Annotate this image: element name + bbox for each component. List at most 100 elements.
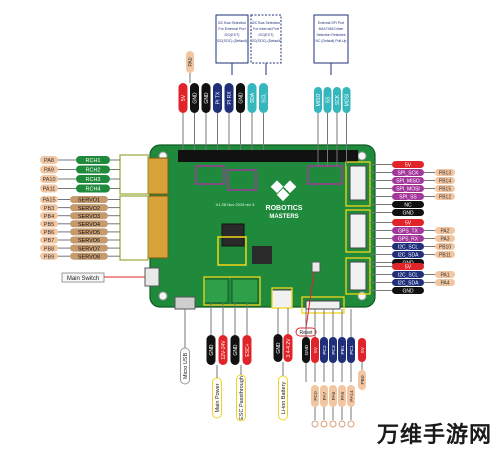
- servo-channel-label: SERVO5: [78, 230, 100, 236]
- servo-pin-label: PB4: [44, 214, 54, 220]
- rc-pin-label-bg: [40, 156, 58, 164]
- top-pin-label-bg: [190, 83, 199, 113]
- servo-channel-label: SERVO6: [78, 238, 100, 244]
- servo-pin-label: PA15: [42, 198, 55, 204]
- main-switch[interactable]: [144, 267, 160, 287]
- pb0-label-bg: [358, 370, 366, 390]
- i2c-select-internal: [227, 169, 257, 191]
- top-pin-label: GND: [239, 92, 245, 104]
- servo-pin-label-bg: [40, 220, 58, 228]
- servo-pin-label-bg: [40, 244, 58, 252]
- top-spi-label: MISO: [316, 94, 322, 107]
- servo-channel-label-bg: [70, 228, 108, 236]
- bottom-pin-label: 5V: [313, 346, 319, 353]
- rc-channel-label-bg: [76, 165, 110, 174]
- right-mcu-pin-label: PB13: [439, 171, 451, 177]
- bottom-pin-label-bg: [311, 337, 319, 363]
- rc-channel-label-bg: [76, 184, 110, 193]
- right-pin-label: 5V: [405, 221, 412, 227]
- right-mcu-pin-label-bg: [435, 227, 455, 234]
- rc-channel-label: RCH2: [86, 168, 101, 174]
- bottom-5v-right-label-bg: [358, 338, 366, 362]
- bottom-pin-label-bg: [347, 337, 355, 363]
- pa0-label: PA0: [188, 57, 194, 66]
- right-pin-label-bg: [392, 185, 424, 192]
- top-pin-label: SDA: [250, 92, 256, 103]
- spi-connector: [349, 165, 367, 201]
- chip-highlight: [217, 236, 247, 266]
- i2c-internal-text: I2C(EXT): [259, 33, 274, 37]
- top-pin-label-bg: [259, 83, 268, 113]
- reset-button[interactable]: [311, 261, 321, 273]
- top-pin-label-bg: [247, 83, 257, 113]
- i2c-connector: [349, 261, 367, 291]
- spi-select-text: NC (Default) Pull-Up: [316, 39, 347, 43]
- rc-pin-label: PA8: [44, 158, 54, 164]
- i2c-external-text: For External Port: [218, 27, 245, 31]
- i2c-internal-box: [250, 14, 282, 64]
- servo-pin-label: PB6: [44, 230, 54, 236]
- right-pin-label: GND: [402, 211, 414, 217]
- servo-channel-label-bg: [70, 236, 108, 244]
- right-pin-label-bg: [392, 193, 424, 200]
- bottom-pin-label-bg: [302, 337, 310, 363]
- top-pin-label: GND: [193, 92, 199, 104]
- top-spi-label-bg: [342, 87, 351, 113]
- pin-dot: [347, 420, 355, 428]
- right-pin-label-bg: [392, 287, 424, 294]
- spi-bracket: [345, 161, 371, 207]
- spi-select-text: External SPI Port: [318, 21, 344, 25]
- servo-pin-label: PB3: [44, 206, 54, 212]
- right-pin-label: GND: [402, 289, 414, 295]
- main-power-label: Main Power: [215, 383, 221, 412]
- right-pin-label: I2C_SCL: [398, 245, 419, 251]
- servo-header: [147, 195, 169, 259]
- bottom-mcu-pin-label-bg: [338, 385, 346, 407]
- micro-usb-port[interactable]: [174, 296, 196, 310]
- servo-pin-label-bg: [40, 212, 58, 220]
- top-pin-label: GND: [204, 92, 210, 104]
- right-mcu-pin-label: PB10: [439, 245, 451, 251]
- servo-channel-label-bg: [70, 212, 108, 220]
- right-mcu-pin-label-bg: [435, 243, 455, 250]
- right-pin-label: 5V: [405, 163, 412, 169]
- right-pin-label-bg: [392, 219, 424, 226]
- rc-pin-label: PA11: [43, 187, 56, 193]
- rc-channel-label: RCH3: [86, 177, 101, 183]
- right-mcu-pin-label-bg: [435, 185, 455, 192]
- spi-select-box: [313, 14, 349, 64]
- right-pin-label-bg: [392, 263, 424, 270]
- right-pin-label-bg: [392, 177, 424, 184]
- servo-pin-label: PB8: [44, 246, 54, 252]
- battery-bracket: [271, 287, 293, 309]
- regulator: [252, 246, 272, 264]
- servo-channel-label: SERVO8: [78, 254, 100, 260]
- top-spi-label: SCK: [335, 94, 341, 105]
- servo-channel-label-bg: [70, 252, 108, 260]
- rc-pin-label-bg: [40, 184, 58, 193]
- board-title-1: ROBOTICS: [266, 205, 303, 212]
- bottom-pin-label: PC2: [322, 345, 328, 355]
- power-pin-label: GND: [233, 344, 239, 356]
- servo-channel-label: SERVO7: [78, 246, 100, 252]
- right-pin-label-bg: [392, 243, 424, 250]
- rc-bracket: [119, 154, 149, 195]
- top-spi-label: SS: [326, 96, 332, 103]
- i2c-internal-text: I2C(SOC) (Default): [251, 39, 282, 43]
- top-pin-label: 5V: [181, 94, 187, 101]
- servo-channel-label-bg: [70, 244, 108, 252]
- servo-channel-label-bg: [70, 204, 108, 212]
- right-mcu-pin-label: PA4: [440, 281, 449, 287]
- right-pin-label-bg: [392, 201, 424, 208]
- top-spi-label-bg: [323, 87, 332, 113]
- battery-pin-label-bg: [273, 334, 283, 362]
- i2c-internal-text: For Internal Port: [253, 27, 279, 31]
- power-pin-label: GND: [209, 344, 215, 356]
- battery-connector: [271, 289, 293, 309]
- right-pin-label-bg: [392, 227, 424, 234]
- right-pin-label: I2C_SCL: [398, 273, 419, 279]
- board-title-2: MASTERS: [269, 214, 298, 220]
- right-pin-label-bg: [392, 169, 424, 176]
- top-pin-label-bg: [236, 83, 245, 113]
